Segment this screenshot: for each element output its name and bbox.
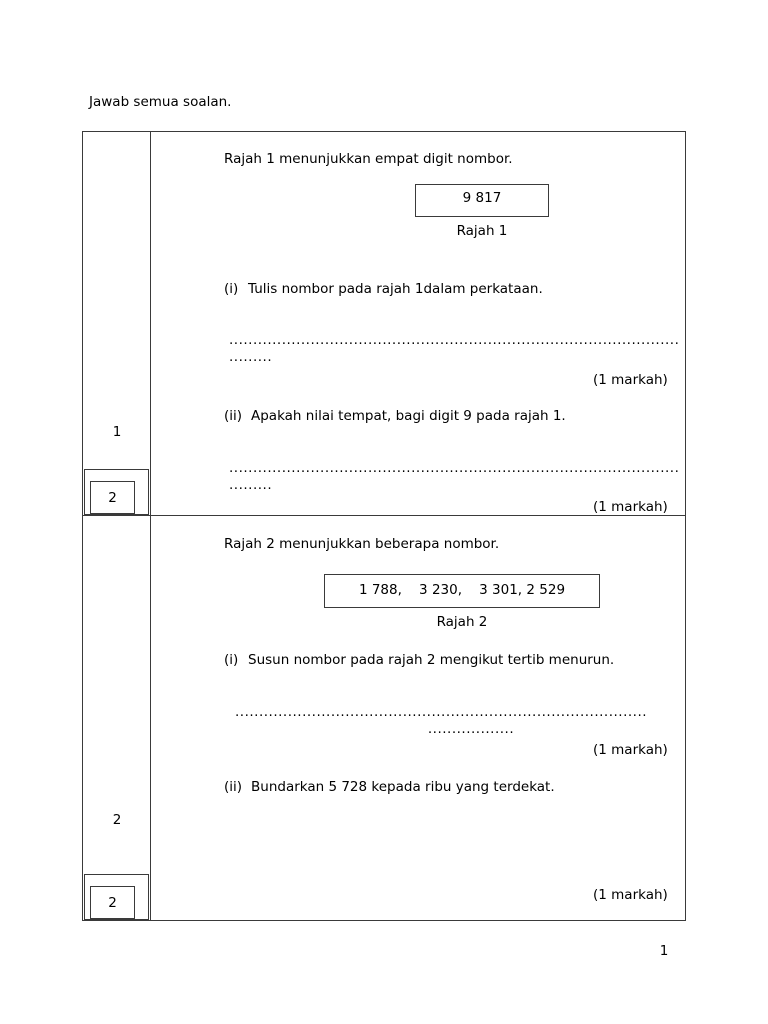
question-number-1: 1 (112, 424, 122, 440)
answer-dots-row-2[interactable]: ......... (229, 349, 273, 365)
subquestion-1-ii: (ii) Apakah nilai tempat, bagi digit 9 p… (224, 407, 566, 425)
answer-dots-row-2[interactable]: .................. (427, 721, 515, 737)
answer-line-1-i: ........................................… (229, 332, 679, 366)
subquestion-text-1-i: Tulis nombor pada rajah 1dalam perkataan… (248, 281, 543, 297)
answer-dots-row-1[interactable]: ........................................… (235, 704, 648, 720)
subquestion-text-2-i: Susun nombor pada rajah 2 mengikut terti… (248, 652, 615, 668)
question-stem-1: Rajah 1 menunjukkan empat digit nombor. (224, 151, 513, 167)
figure-box-2: 1 788, 3 230, 3 301, 2 529 (324, 574, 600, 608)
marks-label-1-i: (1 markah) (593, 372, 668, 388)
page-number: 1 (659, 943, 669, 959)
subquestion-2-ii: (ii) Bundarkan 5 728 kepada ribu yang te… (224, 778, 555, 796)
marks-label-2-i: (1 markah) (593, 742, 668, 758)
question-content-1: Rajah 1 menunjukkan empat digit nombor. … (151, 132, 685, 515)
marks-box-outer-1: 2 (84, 469, 149, 515)
questions-table: 1 2 Rajah 1 menunjukkan empat digit nomb… (82, 131, 686, 921)
subquestion-label-2-ii: (ii) (224, 779, 243, 795)
subquestion-2-i: (i) Susun nombor pada rajah 2 mengikut t… (224, 651, 614, 669)
marks-box-outer-2: 2 (84, 874, 149, 920)
subquestion-text-2-ii: Bundarkan 5 728 kepada ribu yang terdeka… (251, 779, 555, 795)
question-number-column-1: 1 2 (83, 132, 151, 515)
figure-caption-1: Rajah 1 (456, 223, 508, 239)
figure-box-1: 9 817 (415, 184, 549, 217)
figure-value-2: 1 788, 3 230, 3 301, 2 529 (358, 582, 566, 598)
marks-label-1-ii: (1 markah) (593, 499, 668, 515)
answer-dots-row-1[interactable]: ........................................… (229, 332, 680, 348)
subquestion-label-1-i: (i) (224, 281, 239, 297)
marks-box-inner-1: 2 (90, 481, 135, 514)
question-number-column-2: 2 2 (83, 516, 151, 920)
figure-caption-2: Rajah 2 (436, 614, 488, 630)
subquestion-label-1-ii: (ii) (224, 408, 243, 424)
question-number-2: 2 (112, 812, 122, 828)
answer-dots-row-2[interactable]: ......... (229, 477, 273, 493)
question-stem-2: Rajah 2 menunjukkan beberapa nombor. (224, 536, 500, 552)
question-content-2: Rajah 2 menunjukkan beberapa nombor. 1 7… (151, 516, 685, 920)
instruction-line: Jawab semua soalan. (89, 94, 232, 110)
subquestion-label-2-i: (i) (224, 652, 239, 668)
marks-label-2-ii: (1 markah) (593, 887, 668, 903)
subquestion-text-1-ii: Apakah nilai tempat, bagi digit 9 pada r… (251, 408, 566, 424)
answer-dots-row-1[interactable]: ........................................… (229, 460, 680, 476)
question-row-1: 1 2 Rajah 1 menunjukkan empat digit nomb… (83, 132, 685, 516)
answer-line-2-i: ........................................… (235, 704, 707, 738)
figure-value-1: 9 817 (462, 190, 502, 206)
subquestion-1-i: (i) Tulis nombor pada rajah 1dalam perka… (224, 280, 543, 298)
answer-line-1-ii: ........................................… (229, 460, 679, 494)
marks-box-inner-2: 2 (90, 886, 135, 919)
question-row-2: 2 2 Rajah 2 menunjukkan beberapa nombor.… (83, 516, 685, 920)
